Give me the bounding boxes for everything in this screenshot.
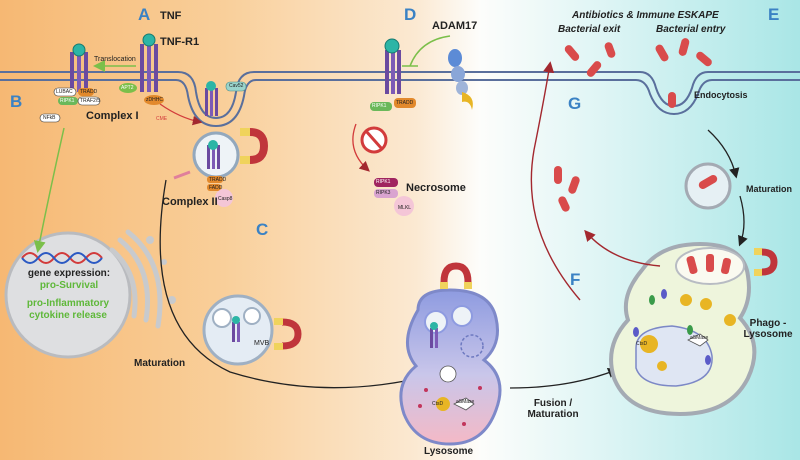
zdhhc-label: zDHHC [146,97,163,103]
tradd-box [78,88,94,96]
bacteria-exit [564,42,616,77]
tnfr1-receptor-d [384,38,401,94]
asmase-label-lyso: aSMase [456,399,475,405]
pro-survival-label: pro-Survival [39,280,99,291]
ripk1-box-d [370,102,392,111]
traf-label: TRAF2/5 [80,98,101,104]
tnfr1-receptor-left [70,43,88,92]
casp8-label: Casp8 [218,196,233,202]
adam17-label: ADAM17 [432,20,478,32]
cme-arrow [159,103,203,126]
panel-label-a: A [138,5,151,24]
fusion-arrow [509,367,619,389]
ctsd-label-phago: CtsD [636,341,648,347]
panel-label-d: D [404,5,417,24]
blocked-casp8-icon [360,126,388,154]
mvb-vesicle [202,294,274,366]
fusion-label: Fusion / Maturation [527,398,579,420]
gene-expression-label: gene expression: [27,268,111,279]
cav-label: Cav52 [229,83,244,89]
golgi-apparatus [109,229,176,329]
apt2-blob [119,83,137,93]
traf-box [77,96,101,106]
nfkb-arrow [33,127,65,253]
maturation-right-arrow [738,195,748,247]
tnfr1-label: TNF-R1 [160,36,200,48]
panel-label-c: C [256,220,269,239]
apt2-label: APT2 [121,85,134,91]
cme-label: CME [156,116,168,122]
ripk3-label: RIPK3 [376,190,391,196]
lubac-label: LUBAC [56,89,73,95]
tradd-label-c2: TRADD [209,177,227,183]
ripk3-necrosome [374,189,398,198]
mvb-label: MVB [254,340,270,347]
endocytosis-label: Endocytosis [694,90,748,100]
mlkl-shape [394,196,414,216]
ripk1-label: RIPK1 [60,98,75,104]
necrosome-label: Necrosome [406,182,466,194]
maturation-left-label: Maturation [134,358,186,369]
bacteria-entry [655,38,712,67]
nfkb-label: NFkB [43,115,56,121]
panel-label-g: G [568,94,582,113]
magnet-icon [440,262,472,289]
lubac-box [53,87,77,97]
complex2-label: Complex II [162,196,218,208]
phagolysosome [609,241,757,417]
nfkb-box [39,113,61,123]
endocytosis-arrow [707,129,740,179]
nucleus [4,231,132,359]
panel-label-b: B [10,92,23,111]
tradd-box-d [394,98,416,108]
lysosome-label: Lysosome [424,446,474,457]
ctsd-label-lyso: CtsD [432,401,444,407]
magnet-icon [274,318,302,350]
maturation-curve [159,179,423,389]
receptor-in-pit [205,81,218,116]
fadd-label: FADD [209,185,223,191]
ripk1-label-d: RIPK1 [372,103,387,109]
magnet-icon [240,128,269,164]
tradd-label-d: TRADD [396,100,414,106]
lysosome [399,288,502,446]
phagolysosome-label: Phago - Lysosome [743,318,793,340]
tnfr1-receptor-right [140,33,158,92]
panel-label-f: F [570,270,581,289]
endosome-right [684,162,732,210]
panel-label-e: E [768,5,780,24]
translocation-label: Translocation [94,56,136,63]
pro-inflammatory-label: pro-Inflammatory cytokine release [26,298,110,321]
exit-return-arrow [584,229,661,267]
tradd-label: TRADD [80,89,98,95]
zdhhc-blob [144,95,164,105]
maturation-right-label: Maturation [746,184,792,194]
bacterial-entry-label: Bacterial entry [656,24,726,35]
mlkl-label: MLKL [398,205,412,211]
ripk1-box [58,97,78,105]
magnet-icon [754,248,778,276]
complex2-endosome [173,131,240,207]
asmase-label-phago: aSMase [690,335,709,341]
plasma-membrane [0,71,800,128]
tnf-label: TNF [160,10,182,22]
bacterial-exit-arrow [530,61,581,301]
bacterium-endocytosis [668,92,676,108]
bacteria-group-g [554,166,580,212]
complex1-label: Complex I [86,110,139,122]
ripk1-necrosome [374,178,398,187]
ripk1-necrosome-label: RIPK1 [376,179,391,185]
bacterial-exit-label: Bacterial exit [558,24,621,35]
adam17-inhibition [402,35,451,67]
antibiotics-title: Antibiotics & Immune ESKAPE [572,10,719,21]
cav-box [225,81,247,92]
adam17-protein [448,49,473,110]
necrosome-arrow [352,123,370,172]
